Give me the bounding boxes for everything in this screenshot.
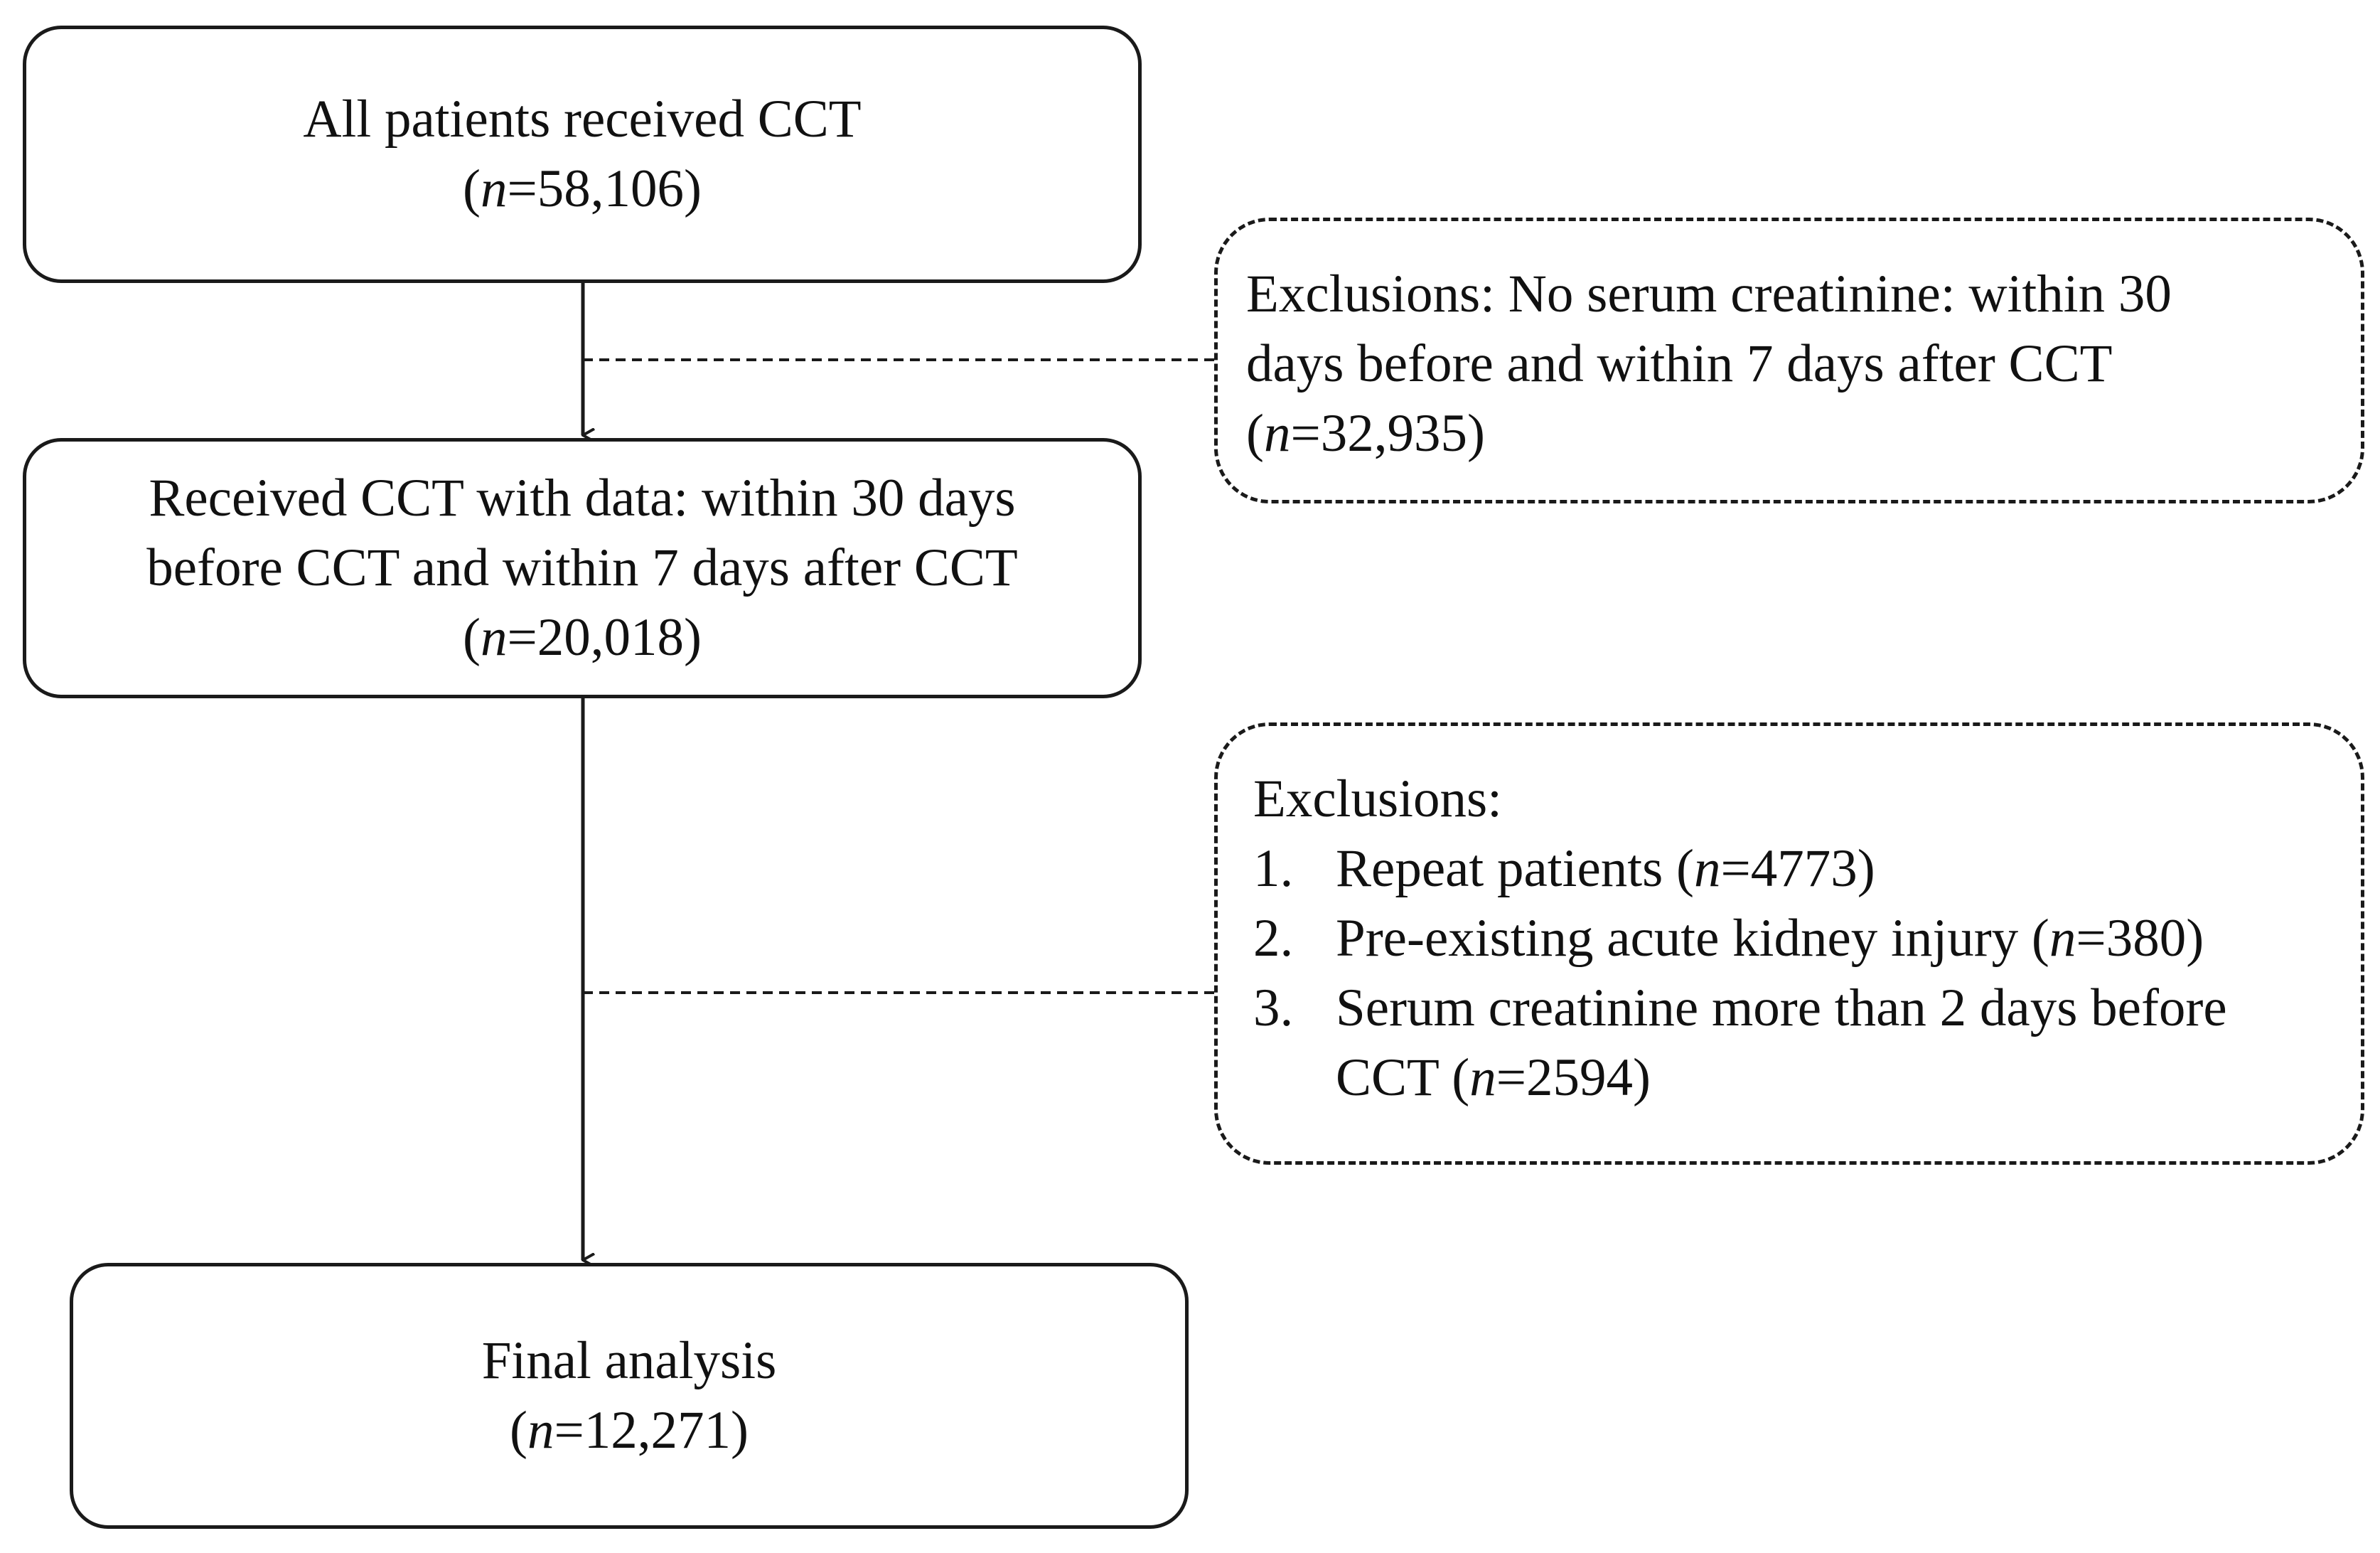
list-item-text: Serum creatinine more than 2 days before… <box>1336 978 2227 1107</box>
exclusion-1-line-2: days before and within 7 days after CCT <box>1246 334 2113 393</box>
list-item: 2. Pre-existing acute kidney injury (n=3… <box>1253 904 2332 973</box>
received-line-1: Received CCT with data: within 30 days <box>149 469 1016 528</box>
list-item: 1. Repeat patients (n=4773) <box>1253 834 2332 904</box>
list-item-text: Pre-existing acute kidney injury (n=380) <box>1336 909 2204 968</box>
received-count: (n=20,018) <box>462 608 702 667</box>
list-item-number: 1. <box>1253 839 1294 898</box>
list-item: 3. Serum creatinine more than 2 days bef… <box>1253 973 2332 1113</box>
list-item-number: 2. <box>1253 909 1294 968</box>
all-patients-count: (n=58,106) <box>462 159 702 218</box>
final-analysis-label: Final analysis <box>481 1331 777 1390</box>
received-with-data-box: Received CCT with data: within 30 days b… <box>23 438 1142 698</box>
list-item-number: 3. <box>1253 978 1294 1037</box>
list-item-text: Repeat patients (n=4773) <box>1336 839 1875 898</box>
exclusion-2-box: Exclusions: 1. Repeat patients (n=4773) … <box>1214 722 2364 1165</box>
exclusion-2-list: 1. Repeat patients (n=4773) 2. Pre-exist… <box>1253 834 2332 1113</box>
final-analysis-box: Final analysis (n=12,271) <box>70 1263 1189 1529</box>
all-patients-label: All patients received CCT <box>303 90 862 149</box>
exclusion-1-count: (n=32,935) <box>1246 404 1486 463</box>
received-line-2: before CCT and within 7 days after CCT <box>146 538 1018 597</box>
exclusion-1-line-1: Exclusions: No serum creatinine: within … <box>1246 265 2172 324</box>
exclusion-1-box: Exclusions: No serum creatinine: within … <box>1214 218 2364 503</box>
all-patients-box: All patients received CCT (n=58,106) <box>23 26 1142 283</box>
final-analysis-count: (n=12,271) <box>509 1401 749 1460</box>
exclusion-2-heading: Exclusions: <box>1253 769 1502 828</box>
